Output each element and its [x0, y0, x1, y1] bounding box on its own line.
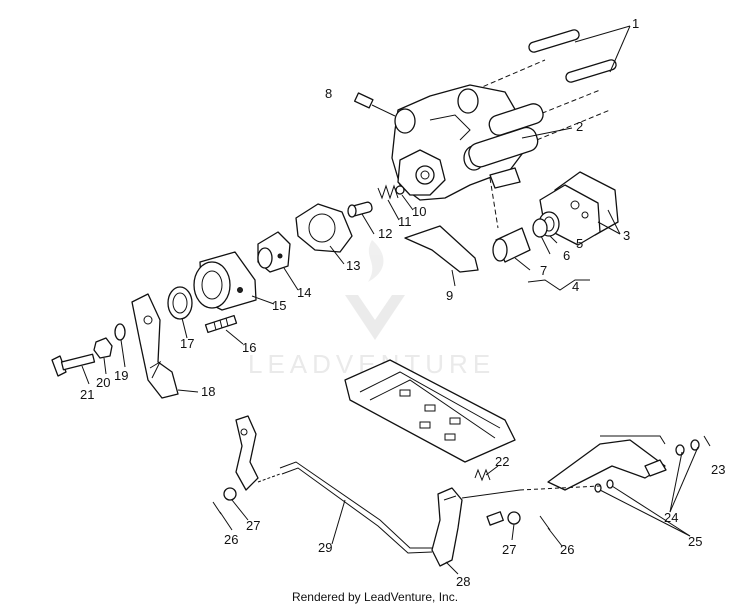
callout-labels: 1 2 3 4 5 6 7 8 9 10 11 12 13 14 15 16 1…: [80, 16, 725, 589]
part-16-bolt: [204, 314, 238, 334]
callout-9: 9: [446, 288, 453, 303]
part-15-cam-cover: [193, 251, 257, 311]
part-9-pad-spring: [404, 225, 479, 273]
part-21-bolt: [51, 353, 96, 377]
part-27a-washer: [223, 487, 237, 501]
part-14-lever-body: [257, 231, 291, 273]
callout-18: 18: [201, 384, 215, 399]
callout-17: 17: [180, 336, 194, 351]
left-bracket: [235, 415, 281, 491]
part-17-ring: [167, 286, 193, 320]
callout-5: 5: [576, 236, 583, 251]
part-10-11-spring: [377, 184, 405, 200]
callout-12: 12: [378, 226, 392, 241]
callout-21: 21: [80, 387, 94, 402]
part-19-washer: [114, 323, 126, 341]
part-26b-pin: [539, 515, 551, 531]
callout-26b: 26: [560, 542, 574, 557]
callout-14: 14: [297, 285, 311, 300]
part-8-bleeder-screw: [353, 92, 396, 117]
callout-11: 11: [398, 214, 412, 229]
right-bracket: [547, 435, 667, 491]
callout-6: 6: [563, 248, 570, 263]
callout-28: 28: [456, 574, 470, 589]
callout-24: 24: [664, 510, 678, 525]
footrest-plate: [344, 359, 516, 463]
callout-10: 10: [412, 204, 426, 219]
part-12-pushrod: [347, 201, 373, 218]
callout-4: 4: [572, 279, 579, 294]
part-2-caliper-housing: [391, 84, 544, 201]
part-22-spring: [474, 468, 491, 482]
callout-23: 23: [711, 462, 725, 477]
part-28-brake-pedal: [431, 487, 521, 567]
bracket-4: [527, 279, 590, 291]
callout-27a: 27: [246, 518, 260, 533]
part-26a-pin: [212, 501, 222, 515]
callout-15: 15: [272, 298, 286, 313]
part-29-brake-rod: [279, 461, 433, 554]
footer-credit: Rendered by LeadVenture, Inc.: [291, 590, 459, 604]
guide-line-pedal: [519, 485, 601, 491]
part-18-lever-plate: [131, 293, 199, 399]
callout-29: 29: [318, 540, 332, 555]
part-20-nut: [93, 337, 113, 359]
callout-26a: 26: [224, 532, 238, 547]
callout-22: 22: [495, 454, 509, 469]
callout-27b: 27: [502, 542, 516, 557]
part-27b-washer: [507, 511, 521, 525]
part-23-pin: [703, 435, 711, 447]
callout-25: 25: [688, 534, 702, 549]
part-5-6-seals: [532, 211, 560, 238]
callout-8: 8: [325, 86, 332, 101]
callout-3: 3: [623, 228, 630, 243]
callout-7: 7: [540, 263, 547, 278]
part-1-pins: [528, 29, 617, 83]
callout-1: 1: [632, 16, 639, 31]
callout-2: 2: [576, 119, 583, 134]
part-13-gasket: [295, 203, 353, 253]
callout-leaders: [81, 25, 699, 575]
callout-19: 19: [114, 368, 128, 383]
callout-16: 16: [242, 340, 256, 355]
part-7-piston: [492, 227, 531, 263]
callout-20: 20: [96, 375, 110, 390]
callout-13: 13: [346, 258, 360, 273]
